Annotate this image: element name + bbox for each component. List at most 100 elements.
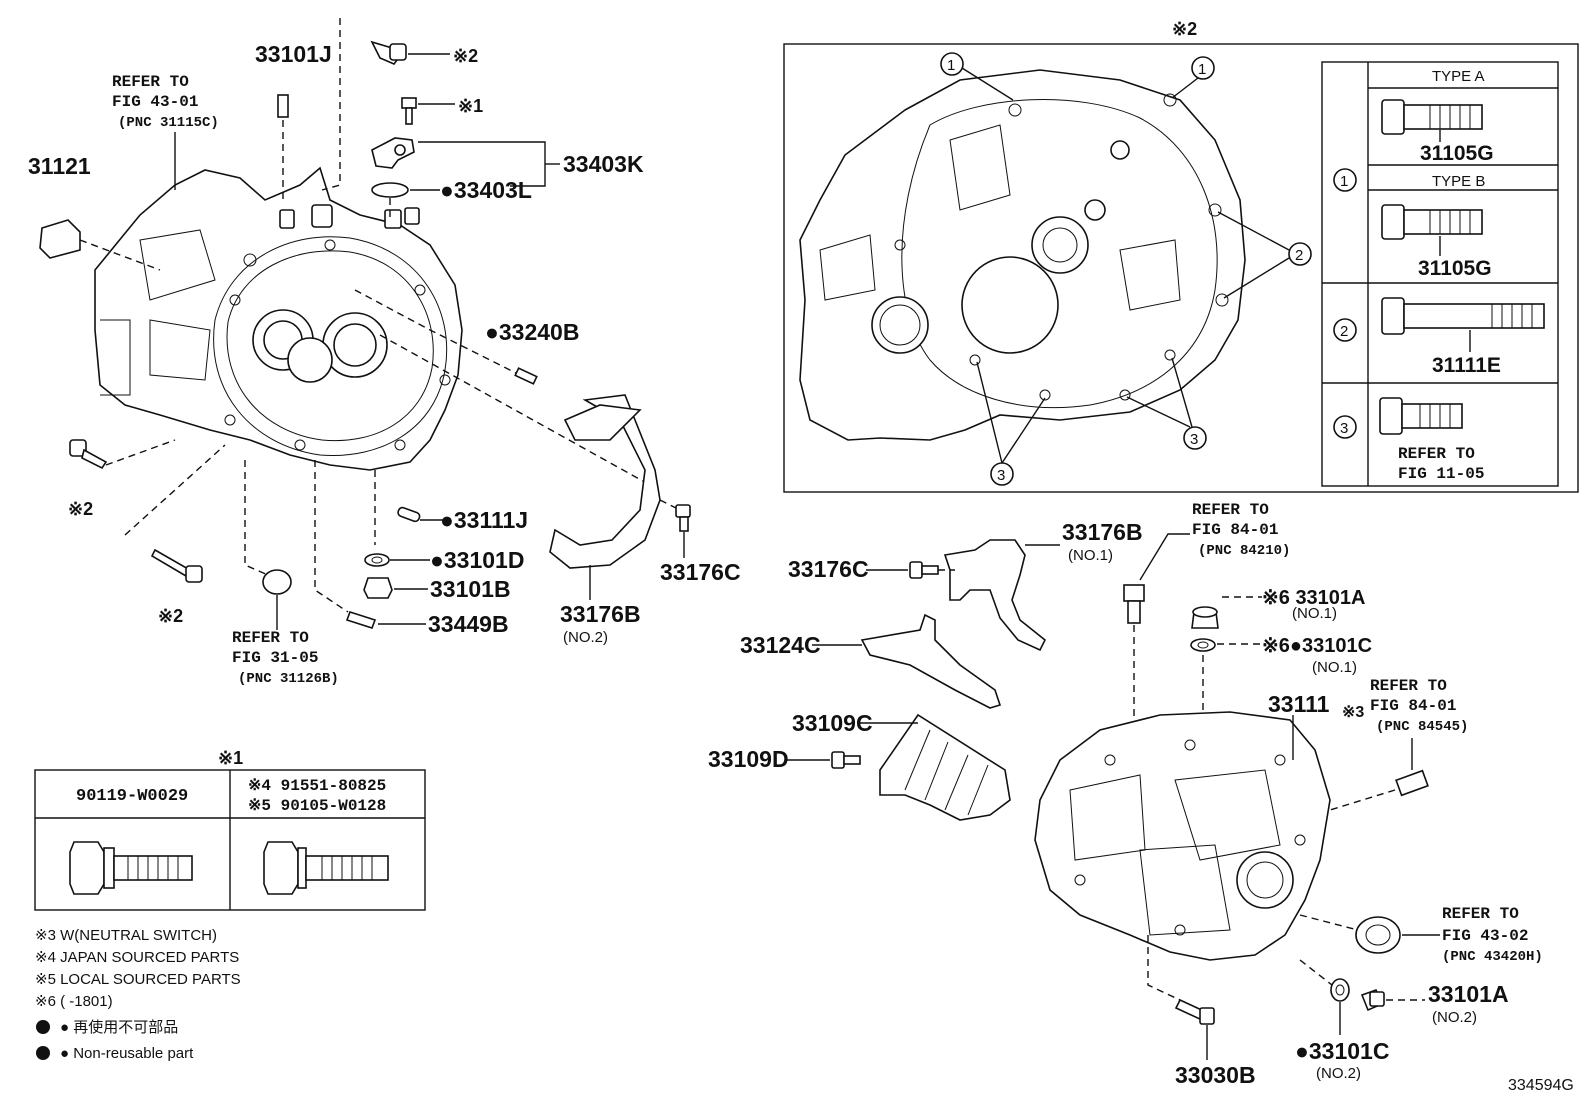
part-33030B-bolt: 33030B xyxy=(1147,935,1256,1088)
svg-text:(NO.1): (NO.1) xyxy=(1292,605,1337,622)
part-33176C-bolt-left: 33176C xyxy=(659,499,741,585)
callout-1-right: 1 xyxy=(1171,56,1215,99)
svg-text:REFER TO: REFER TO xyxy=(112,73,189,91)
svg-text:33176C[interactable]: 33176C xyxy=(660,559,741,585)
svg-text:FIG 43-02: FIG 43-02 xyxy=(1442,927,1528,945)
svg-text:31105G[interactable]: 31105G xyxy=(1418,257,1492,280)
svg-text:(PNC 31126B): (PNC 31126B) xyxy=(238,671,339,687)
svg-text:●33101D[interactable]: ●33101D xyxy=(430,547,524,573)
svg-text:● 再使用不可部品: ● 再使用不可部品 xyxy=(60,1019,178,1036)
svg-text:33109D[interactable]: 33109D xyxy=(708,746,789,772)
svg-text:●33101C[interactable]: ●33101C xyxy=(1295,1038,1389,1064)
svg-text:31111E[interactable]: 31111E xyxy=(1432,354,1501,377)
svg-text:1: 1 xyxy=(1198,61,1206,78)
svg-text:33124C[interactable]: 33124C xyxy=(740,632,821,658)
svg-text:※6 33101A[interactable]: ※6 33101A xyxy=(1262,587,1366,609)
svg-text:※2: ※2 xyxy=(158,606,183,626)
svg-text:●33403L[interactable]: ●33403L xyxy=(440,177,532,203)
svg-text:(PNC 43420H): (PNC 43420H) xyxy=(1442,949,1543,965)
part-33240B-pin: ●33240B xyxy=(354,289,579,385)
part-33176B-no1-bracket: 33176B (NO.1) xyxy=(943,519,1143,652)
svg-text:33176C[interactable]: 33176C xyxy=(788,556,869,582)
part-33101J-stud: 33101J xyxy=(255,41,332,200)
svg-text:FIG 84-01: FIG 84-01 xyxy=(1192,521,1278,539)
svg-text:※1: ※1 xyxy=(458,96,483,116)
svg-text:(NO.2): (NO.2) xyxy=(1432,1009,1477,1026)
bolt-90119-icon xyxy=(69,841,193,895)
svg-text:33111[interactable]: 33111 xyxy=(1268,691,1330,717)
part-33403K-bracket: 33403K ●33403L xyxy=(371,137,644,222)
part-33101C-no2-washer: ●33101C (NO.2) xyxy=(1295,959,1389,1082)
svg-text:3: 3 xyxy=(1190,431,1198,448)
refer-note-fig-43-02: REFER TO FIG 43-02 (PNC 43420H) xyxy=(1299,905,1543,965)
part-33124C-rail: 33124C xyxy=(740,613,1002,709)
transaxle-housing-drawing xyxy=(94,166,463,471)
detail-box-mark2: ※2 1 1 2 xyxy=(783,19,1579,493)
svg-text:●33240B[interactable]: ●33240B xyxy=(485,319,579,345)
svg-text:33109C[interactable]: 33109C xyxy=(792,710,873,736)
svg-text:※6 ( -1801): ※6 ( -1801) xyxy=(35,993,113,1010)
label-31121[interactable]: 31121 xyxy=(28,153,91,179)
svg-text:90119-W0029: 90119-W0029 xyxy=(76,787,188,806)
svg-text:(NO.1): (NO.1) xyxy=(1068,547,1113,564)
part-33101A-no1-plug: ※6 33101A (NO.1) xyxy=(1191,587,1366,629)
part-33109C-cover: 33109C xyxy=(792,710,1011,821)
refer-note-fig-84-01-84545: ※3 REFER TO FIG 84-01 (PNC 84545) xyxy=(1329,677,1468,811)
svg-text:TYPE B: TYPE B xyxy=(1432,173,1485,190)
svg-text:2: 2 xyxy=(1340,323,1348,340)
svg-text:REFER TO: REFER TO xyxy=(1442,905,1519,923)
svg-text:FIG 84-01: FIG 84-01 xyxy=(1370,697,1456,715)
svg-text:33101A[interactable]: 33101A xyxy=(1428,981,1509,1007)
svg-text:33101J[interactable]: 33101J xyxy=(255,41,332,67)
svg-text:33101B[interactable]: 33101B xyxy=(430,576,511,602)
svg-text:(PNC 84210): (PNC 84210) xyxy=(1198,543,1290,559)
svg-text:REFER TO: REFER TO xyxy=(232,629,309,647)
svg-text:● Non-reusable part: ● Non-reusable part xyxy=(60,1045,194,1062)
svg-text:※4 JAPAN SOURCED PARTS: ※4 JAPAN SOURCED PARTS xyxy=(35,949,239,966)
part-33101C-no1-washer: ※6●33101C (NO.1) xyxy=(1190,635,1372,780)
svg-text:FIG 43-01: FIG 43-01 xyxy=(112,93,198,111)
svg-text:3: 3 xyxy=(997,467,1005,484)
svg-text:FIG 11-05: FIG 11-05 xyxy=(1398,465,1484,483)
svg-text:TYPE A: TYPE A xyxy=(1432,68,1485,85)
svg-text:(PNC 84545): (PNC 84545) xyxy=(1376,719,1468,735)
bolt-mark2-left: ※2 xyxy=(68,439,176,519)
svg-text:3: 3 xyxy=(1340,420,1348,437)
bolt-mark1-top: ※1 xyxy=(401,96,483,125)
parts-lower-left-column: ●33111J ●33101D 33101B 33449B xyxy=(314,460,528,637)
svg-text:※2: ※2 xyxy=(1172,19,1197,39)
svg-text:33176B[interactable]: 33176B xyxy=(1062,519,1143,545)
svg-text:※5 LOCAL SOURCED PARTS: ※5 LOCAL SOURCED PARTS xyxy=(35,971,241,988)
part-33109D-bolt: 33109D xyxy=(708,746,861,772)
bolt-mark2-bottom: ※2 xyxy=(124,444,226,626)
svg-text:33449B[interactable]: 33449B xyxy=(428,611,509,637)
svg-text:※6●33101C[interactable]: ※6●33101C xyxy=(1262,635,1372,657)
svg-text:※2: ※2 xyxy=(68,499,93,519)
callout-3-left: 3 xyxy=(976,361,1046,486)
svg-text:(NO.2): (NO.2) xyxy=(1316,1065,1361,1082)
callout-3-right: 3 xyxy=(1126,357,1207,450)
svg-text:(NO.1): (NO.1) xyxy=(1312,659,1357,676)
svg-text:※1: ※1 xyxy=(218,748,243,768)
part-33176C-bolt-right: 33176C xyxy=(788,556,955,582)
svg-text:REFER TO: REFER TO xyxy=(1192,501,1269,519)
bolt-type-legend: 1 2 3 TYPE A 31105G TYPE B 31105G 31111E xyxy=(1321,61,1559,487)
svg-text:※3: ※3 xyxy=(1342,704,1364,721)
bolt-91551-icon xyxy=(263,841,389,895)
svg-text:※3 W(NEUTRAL SWITCH): ※3 W(NEUTRAL SWITCH) xyxy=(35,927,217,944)
bolt-mark2-top: ※2 xyxy=(370,40,478,66)
svg-text:2: 2 xyxy=(1295,247,1303,264)
part-33101A-no2-plug: 33101A (NO.2) xyxy=(1360,981,1509,1026)
svg-text:1: 1 xyxy=(947,57,955,74)
svg-text:33176B[interactable]: 33176B xyxy=(560,601,641,627)
svg-text:FIG 31-05: FIG 31-05 xyxy=(232,649,318,667)
svg-text:※5 90105-W0128: ※5 90105-W0128 xyxy=(248,797,386,815)
svg-text:33403K[interactable]: 33403K xyxy=(563,151,644,177)
svg-text:31105G[interactable]: 31105G xyxy=(1420,142,1494,165)
refer-note-fig-43-01: REFER TO FIG 43-01 (PNC 31115C) xyxy=(112,73,219,190)
leader-dashed-diagonal xyxy=(379,334,651,486)
part-33111-transmission-case: 33111 xyxy=(1034,691,1331,961)
svg-text:●33111J[interactable]: ●33111J xyxy=(440,507,528,533)
svg-text:33030B[interactable]: 33030B xyxy=(1175,1062,1256,1088)
